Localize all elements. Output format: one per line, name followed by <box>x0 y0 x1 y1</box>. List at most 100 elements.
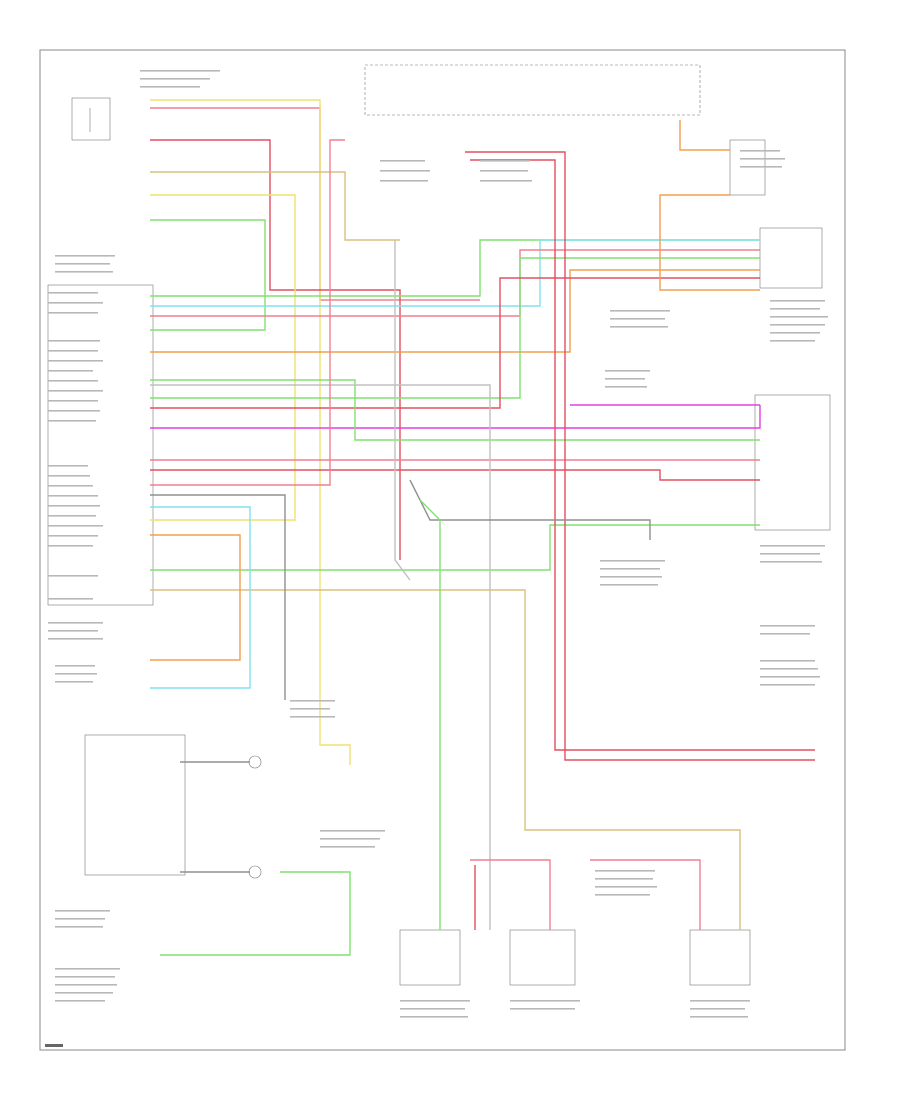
wire-tan-17 <box>150 589 741 930</box>
label-mark-23 <box>48 515 96 517</box>
actuator-box <box>759 227 823 289</box>
label-mark-21 <box>48 495 98 497</box>
label-mark-84 <box>510 1000 580 1002</box>
label-mark-18 <box>48 465 88 467</box>
wire-red-2 <box>150 139 401 560</box>
wire-green-5 <box>150 219 266 331</box>
wire-grey-20 <box>150 494 286 700</box>
label-mark-54 <box>770 316 828 318</box>
label-mark-24 <box>48 525 103 527</box>
label-mark-39 <box>55 976 115 978</box>
label-mark-9 <box>48 340 100 342</box>
wire-red-11 <box>150 277 760 409</box>
label-mark-82 <box>400 1008 465 1010</box>
label-mark-15 <box>48 400 98 402</box>
label-mark-12 <box>48 370 93 372</box>
label-mark-48 <box>480 180 532 182</box>
label-mark-91 <box>605 386 647 388</box>
label-mark-4 <box>55 263 110 265</box>
ground-symbol-box <box>71 97 111 141</box>
label-mark-64 <box>600 584 658 586</box>
clockspring-lower <box>248 865 262 879</box>
label-mark-32 <box>55 665 95 667</box>
label-mark-26 <box>48 545 93 547</box>
label-mark-90 <box>605 378 645 380</box>
label-mark-38 <box>55 968 120 970</box>
sensor-right-box <box>689 929 751 986</box>
label-mark-59 <box>760 553 820 555</box>
wire-green-10 <box>150 257 760 399</box>
wire-cyan-7 <box>150 239 760 307</box>
label-mark-14 <box>48 390 103 392</box>
label-mark-71 <box>290 700 335 702</box>
label-mark-75 <box>320 838 380 840</box>
label-mark-63 <box>600 576 662 578</box>
wire-orange-9 <box>150 269 760 353</box>
label-mark-6 <box>48 292 98 294</box>
wire-red-24 <box>465 151 815 761</box>
label-mark-73 <box>290 716 335 718</box>
label-mark-79 <box>595 886 657 888</box>
wire-green-33 <box>160 871 351 956</box>
wire-cyan-18 <box>150 506 251 689</box>
wire-pink-22 <box>150 139 345 486</box>
label-mark-81 <box>400 1000 470 1002</box>
label-mark-93 <box>740 158 785 160</box>
servo-box <box>754 394 831 531</box>
label-mark-70 <box>760 684 815 686</box>
label-mark-45 <box>380 180 428 182</box>
sensor-mid-box <box>509 929 576 986</box>
label-mark-62 <box>600 568 660 570</box>
label-mark-57 <box>770 340 815 342</box>
label-mark-60 <box>760 561 822 563</box>
label-mark-27 <box>48 575 98 577</box>
brake-switch-box <box>84 734 186 876</box>
label-mark-37 <box>55 926 103 928</box>
wire-orange-26 <box>659 194 760 291</box>
diagram-border <box>39 49 846 1051</box>
label-mark-86 <box>690 1000 750 1002</box>
label-mark-83 <box>400 1016 468 1018</box>
label-mark-43 <box>380 160 425 162</box>
label-mark-3 <box>55 255 115 257</box>
label-mark-87 <box>690 1008 745 1010</box>
label-mark-68 <box>760 668 818 670</box>
wire-pink-30 <box>470 859 551 930</box>
label-mark-69 <box>760 676 820 678</box>
label-mark-53 <box>770 308 820 310</box>
wire-pink-0 <box>150 107 480 301</box>
label-mark-2 <box>140 86 200 88</box>
label-mark-72 <box>290 708 330 710</box>
label-mark-17 <box>48 420 96 422</box>
wire-orange-19 <box>150 534 241 661</box>
wire-green-13 <box>150 379 760 441</box>
label-mark-65 <box>760 625 815 627</box>
label-mark-30 <box>48 630 98 632</box>
wire-green-16 <box>150 524 760 571</box>
wire-yellow-4 <box>150 194 296 521</box>
label-mark-25 <box>48 535 98 537</box>
label-mark-77 <box>595 870 655 872</box>
sensor-left-box <box>399 929 461 986</box>
wire-group <box>150 99 815 956</box>
label-mark-8 <box>48 312 98 314</box>
wire-green-6 <box>150 239 760 297</box>
label-mark-0 <box>140 70 220 72</box>
label-mark-1 <box>140 78 210 80</box>
label-mark-47 <box>480 170 528 172</box>
label-mark-13 <box>48 380 98 382</box>
wire-tan-3 <box>150 171 400 241</box>
label-mark-51 <box>610 326 668 328</box>
label-marks <box>48 70 828 1018</box>
fuse-panel-box <box>364 64 701 116</box>
label-mark-5 <box>55 271 113 273</box>
label-mark-80 <box>595 894 650 896</box>
label-mark-20 <box>48 485 93 487</box>
wire-lightgrey-21 <box>150 384 491 930</box>
label-mark-56 <box>770 332 820 334</box>
label-mark-78 <box>595 878 653 880</box>
label-mark-88 <box>690 1016 748 1018</box>
label-mark-66 <box>760 633 810 635</box>
label-mark-74 <box>320 830 385 832</box>
